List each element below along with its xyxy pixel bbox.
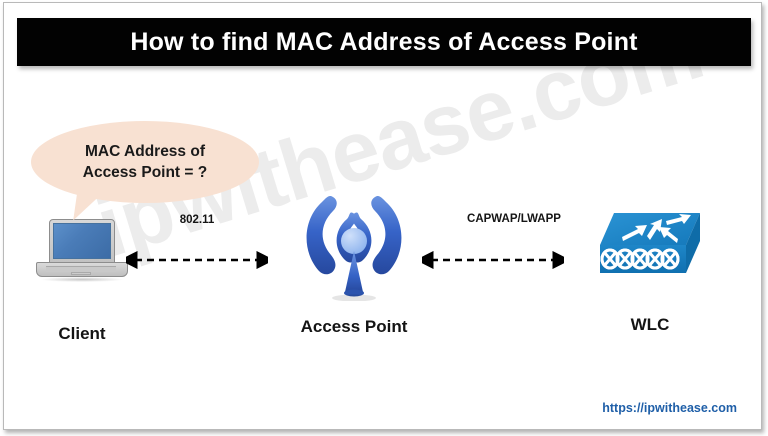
callout-line-2: Access Point = ?	[82, 164, 208, 181]
link-ap-wlc	[415, 249, 571, 271]
laptop-shadow	[40, 277, 124, 282]
link-label-capwap: CAPWAP/LWAPP	[467, 213, 561, 225]
laptop-screen	[53, 223, 111, 259]
laptop-trackpad	[71, 272, 91, 275]
callout-line-1: MAC Address of	[85, 143, 205, 160]
laptop-keyboard	[46, 266, 116, 272]
node-label-access-point: Access Point	[300, 317, 408, 336]
callout-bubble: MAC Address of Access Point = ?	[31, 121, 259, 203]
wifi-icon	[295, 179, 413, 301]
node-access-point: Access Point	[289, 179, 419, 337]
laptop-lid	[49, 219, 115, 263]
switch-icon	[592, 209, 708, 289]
link-client-ap	[119, 249, 275, 271]
footer-url[interactable]: https://ipwithease.com	[602, 401, 737, 415]
node-label-client: Client	[58, 324, 106, 343]
page-title: How to find MAC Address of Access Point	[130, 27, 638, 56]
node-label-wlc: WLC	[630, 315, 670, 334]
node-client: Client	[22, 219, 142, 344]
frame-inner: ipwithease.com How to find MAC Address o…	[4, 3, 761, 429]
laptop-icon	[36, 219, 128, 282]
image-frame: ipwithease.com How to find MAC Address o…	[3, 2, 762, 430]
link-label-80211: 802.11	[179, 214, 215, 226]
laptop-base	[36, 262, 128, 277]
node-wlc: WLC	[590, 209, 710, 335]
title-banner: How to find MAC Address of Access Point	[17, 18, 751, 66]
